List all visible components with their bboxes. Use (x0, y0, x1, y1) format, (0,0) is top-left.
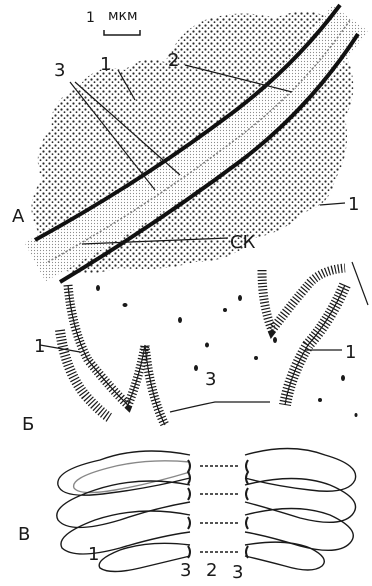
label-a-sc: СК (230, 232, 256, 253)
label-a-fibers: 3 (54, 60, 65, 81)
scale-unit: мкм (108, 8, 138, 24)
panel-b: 1 1 3 Б (22, 262, 368, 435)
axis-left (60, 285, 165, 425)
loops-left (57, 451, 190, 572)
label-v-transverse-right: 3 (232, 562, 243, 581)
panel-a: 1 мкм 3 1 2 1 СК А (12, 5, 359, 282)
scale-bar: 1 мкм (86, 8, 140, 35)
label-b-central: 3 (205, 369, 216, 390)
scale-line (104, 30, 140, 35)
label-b-axis-left: 1 (34, 336, 45, 357)
loops-right (245, 449, 356, 571)
panel-a-letter: А (12, 206, 25, 227)
panel-v: 1 3 2 3 В (18, 449, 356, 582)
label-a-loop: 2 (168, 50, 179, 71)
scale-number: 1 (86, 10, 95, 26)
panel-b-letter: Б (22, 414, 34, 435)
panel-v-letter: В (18, 524, 30, 545)
label-b-axis-right: 1 (345, 342, 356, 363)
label-a-chromatin-right: 1 (348, 194, 359, 215)
label-a-chromatin-top: 1 (100, 54, 111, 75)
label-v-lateral: 1 (88, 544, 99, 565)
central-element-b (170, 402, 270, 412)
label-v-transverse-left: 3 (180, 560, 191, 581)
central-rungs (188, 460, 248, 558)
label-v-central: 2 (206, 560, 217, 581)
axis-right (262, 262, 368, 405)
